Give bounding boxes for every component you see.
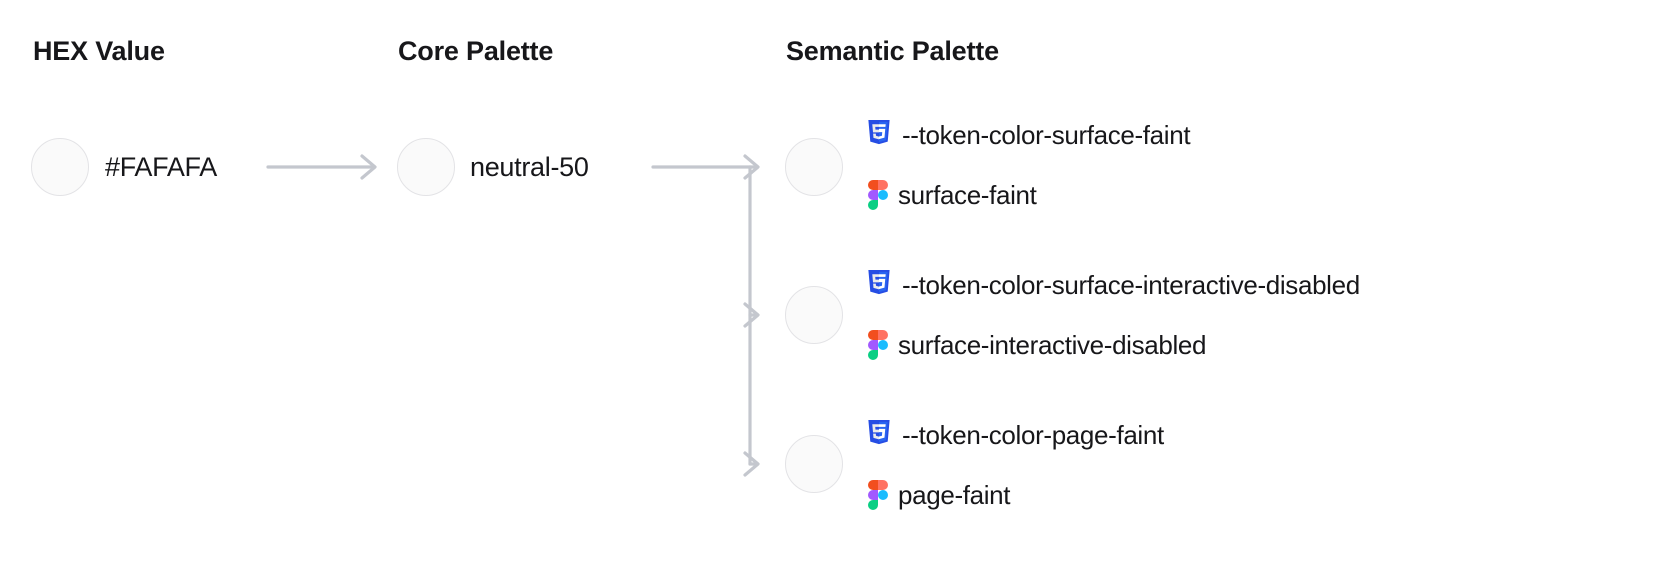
semantic-token-1-figma-row[interactable]: surface-faint (868, 180, 1037, 210)
figma-icon (868, 480, 888, 510)
figma-icon (868, 180, 888, 210)
css3-icon (866, 120, 892, 150)
semantic-token-3-figma-row[interactable]: page-faint (868, 480, 1011, 510)
branch-1-head (743, 154, 760, 180)
semantic-token-2-css-row[interactable]: --token-color-surface-interactive-disabl… (866, 270, 1360, 300)
branch-2-head (743, 302, 760, 328)
semantic-token-2-figma-name: surface-interactive-disabled (898, 330, 1207, 360)
css3-icon (866, 270, 892, 300)
semantic-token-1-css-row[interactable]: --token-color-surface-faint (866, 120, 1191, 150)
css3-icon (866, 420, 892, 450)
arrow-hex-to-core-head (360, 154, 377, 180)
core-palette-label: neutral-50 (470, 152, 589, 182)
semantic-token-3-figma-name: page-faint (898, 480, 1011, 510)
branch-3-head (743, 451, 760, 477)
hex-value-label: #FAFAFA (105, 152, 217, 182)
semantic-token-1-css-variable: --token-color-surface-faint (902, 120, 1191, 150)
semantic-token-2-figma-row[interactable]: surface-interactive-disabled (868, 330, 1206, 360)
swatch-hex-value[interactable] (31, 138, 89, 196)
semantic-token-3-css-row[interactable]: --token-color-page-faint (866, 420, 1164, 450)
column-heading-core-palette: Core Palette (398, 36, 554, 66)
swatch-semantic-token-1[interactable] (785, 138, 843, 196)
semantic-token-1-figma-name: surface-faint (898, 180, 1037, 210)
swatch-semantic-token-2[interactable] (785, 286, 843, 344)
column-heading-semantic-palette: Semantic Palette (786, 36, 999, 66)
semantic-token-3-css-variable: --token-color-page-faint (902, 420, 1164, 450)
column-heading-hex-value: HEX Value (33, 36, 165, 66)
swatch-semantic-token-3[interactable] (785, 435, 843, 493)
swatch-core-palette[interactable] (397, 138, 455, 196)
figma-icon (868, 330, 888, 360)
semantic-token-2-css-variable: --token-color-surface-interactive-disabl… (902, 270, 1360, 300)
